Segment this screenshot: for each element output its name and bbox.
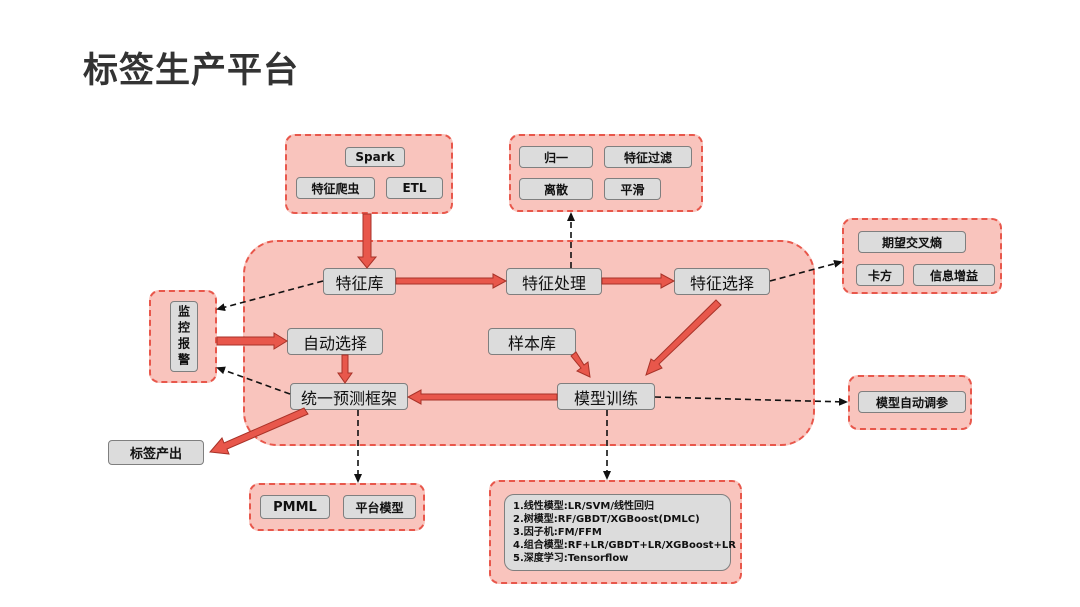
dashed-arrow-framework-to-monitor xyxy=(216,366,291,395)
feature-store-node: 特征库 xyxy=(323,268,396,295)
monitor-alarm-node: 监控报警 xyxy=(170,301,198,372)
model-list-item: 2.树模型:RF/GBDT/XGBoost(DMLC) xyxy=(513,514,700,525)
sample-store-node: 样本库 xyxy=(488,328,576,355)
auto-tuning-node: 模型自动调参 xyxy=(858,391,966,413)
arrow-training-to-framework xyxy=(406,389,558,405)
spark-node: Spark xyxy=(345,147,405,167)
dashed-arrow-training-to-tuning xyxy=(654,396,848,406)
info-gain-node: 信息增益 xyxy=(913,264,995,286)
chi-square-node: 卡方 xyxy=(856,264,904,286)
arrow-auto-select-to-framework xyxy=(337,354,353,384)
platform-model-node: 平台模型 xyxy=(343,495,416,519)
smooth-node: 平滑 xyxy=(604,178,661,200)
pmml-node: PMML xyxy=(260,495,330,519)
feature-crawler-node: 特征爬虫 xyxy=(296,177,375,199)
arrow-sources-to-feature-store xyxy=(356,213,378,269)
auto-select-node: 自动选择 xyxy=(287,328,383,355)
model-list: 1.线性模型:LR/SVM/线性回归 2.树模型:RF/GBDT/XGBoost… xyxy=(504,494,736,571)
etl-node: ETL xyxy=(386,177,443,199)
unified-framework-node: 统一预测框架 xyxy=(290,383,408,410)
arrow-monitor-to-auto-select xyxy=(216,332,288,350)
feature-selection-node: 特征选择 xyxy=(674,268,770,295)
feature-filter-node: 特征过滤 xyxy=(604,146,692,168)
page-title: 标签生产平台 xyxy=(83,51,300,91)
model-list-item: 3.因子机:FM/FFM xyxy=(513,527,602,538)
feature-processing-node: 特征处理 xyxy=(506,268,602,295)
tag-output-node: 标签产出 xyxy=(108,440,204,465)
discretize-node: 离散 xyxy=(519,178,593,200)
normalize-node: 归一 xyxy=(519,146,593,168)
dashed-arrow-selection-to-methods xyxy=(769,259,843,282)
arrow-processing-to-selection xyxy=(601,273,676,289)
model-list-item: 4.组合模型:RF+LR/GBDT+LR/XGBoost+LR xyxy=(513,540,736,551)
model-list-item: 5.深度学习:Tensorflow xyxy=(513,553,629,564)
model-list-item: 1.线性模型:LR/SVM/线性回归 xyxy=(513,501,655,512)
model-training-node: 模型训练 xyxy=(557,383,655,410)
dashed-arrow-store-to-monitor xyxy=(216,280,324,312)
arrow-framework-to-tag-output xyxy=(209,407,309,455)
arrow-sample-to-training xyxy=(570,351,591,378)
arrow-selection-to-training xyxy=(645,299,722,376)
cross-entropy-node: 期望交叉熵 xyxy=(858,231,966,253)
arrow-store-to-processing xyxy=(395,273,508,289)
